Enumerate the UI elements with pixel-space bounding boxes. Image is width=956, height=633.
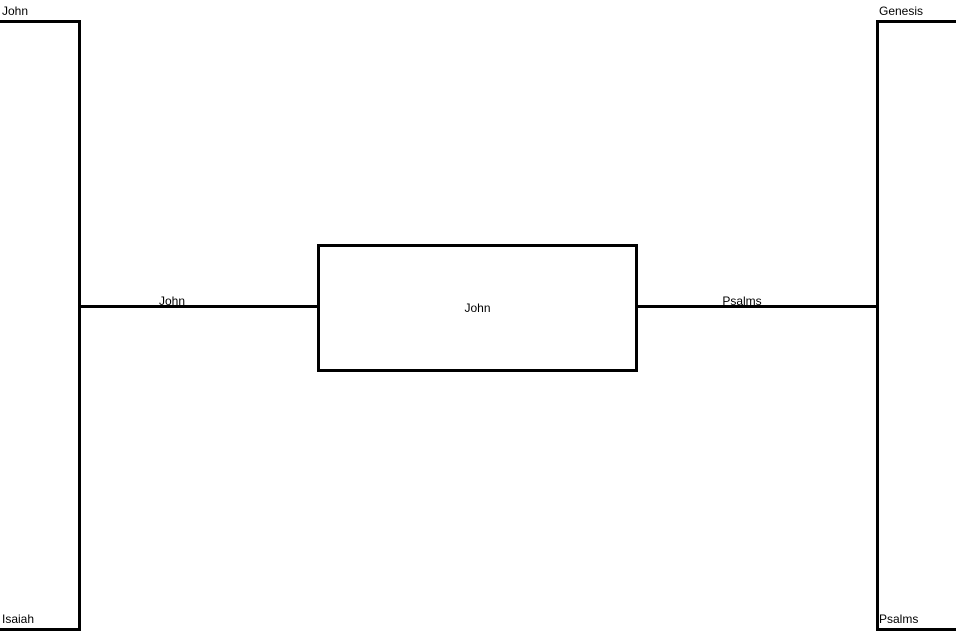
leaf-label-top-right: Genesis [879,4,924,18]
right-bracket-spine [876,20,879,631]
edge-label-left: John [158,294,186,308]
leaf-label-bottom-right: Psalms [879,612,919,626]
center-node-label: John [464,301,491,315]
edge-label-right: Psalms [722,294,762,308]
left-connector-line [78,305,320,308]
right-bracket-bottom-arm [876,628,956,631]
left-bracket-top-arm [0,20,81,23]
left-bracket-bottom-arm [0,628,81,631]
right-connector-line [637,305,879,308]
leaf-label-bottom-left: Isaiah [2,612,35,626]
left-bracket-spine [78,20,81,631]
leaf-label-top-left: John [2,4,29,18]
center-node-box: John [317,244,638,372]
right-bracket-top-arm [876,20,956,23]
